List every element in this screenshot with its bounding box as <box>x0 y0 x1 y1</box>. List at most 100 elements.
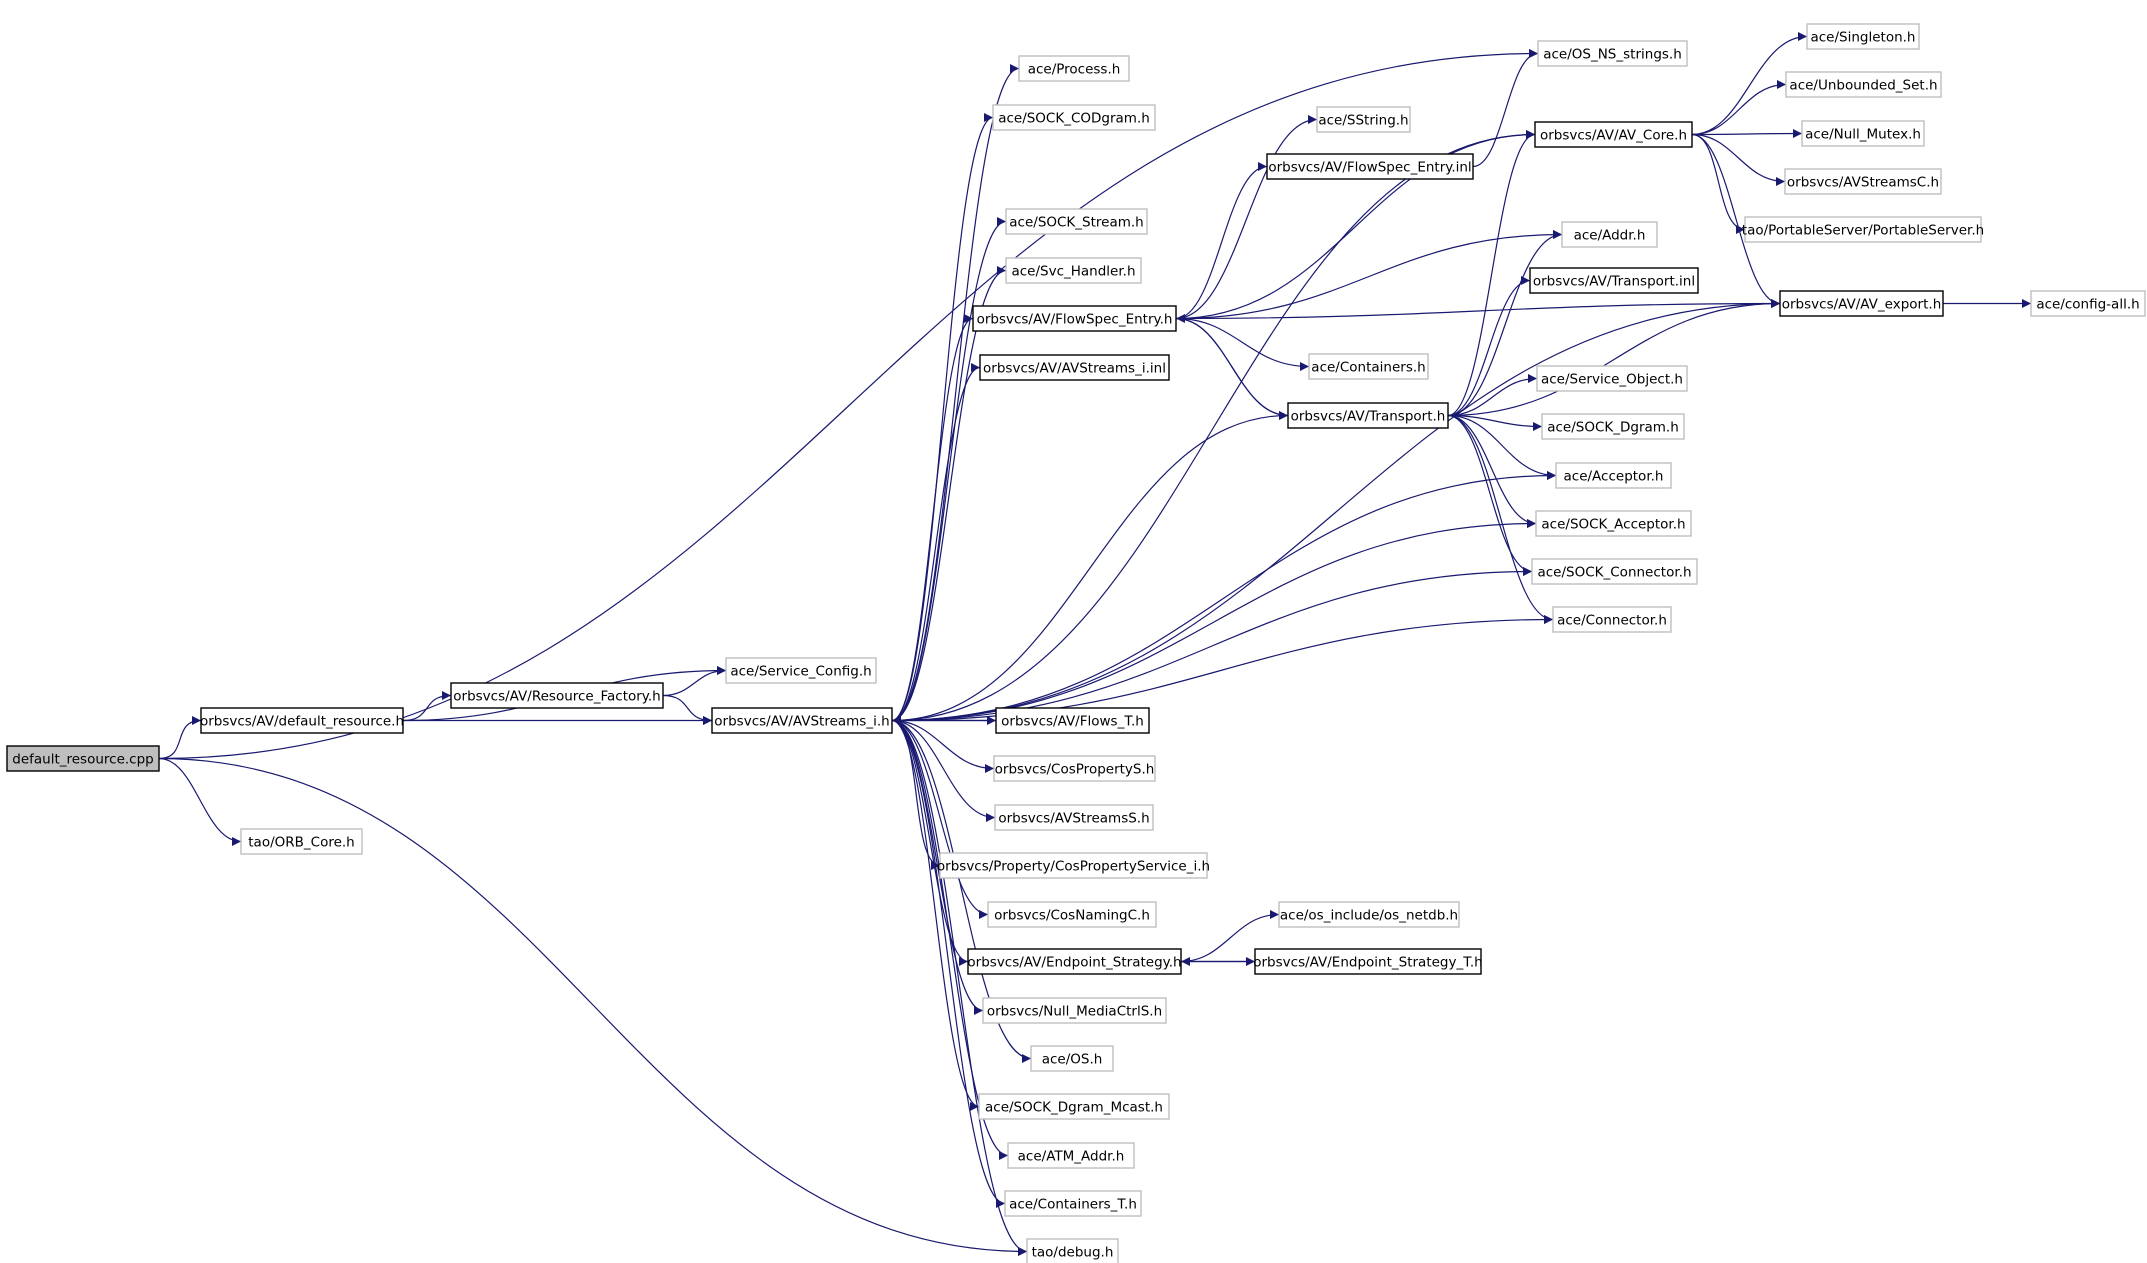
node-av-export[interactable]: orbsvcs/AV/AV_export.h <box>1779 290 1944 317</box>
node-connector[interactable]: ace/Connector.h <box>1552 606 1672 633</box>
node-box <box>939 852 1208 879</box>
node-avstreams-i[interactable]: orbsvcs/AV/AVStreams_i.h <box>711 707 893 734</box>
node-label: ace/Process.h <box>1028 62 1121 78</box>
node-sstring[interactable]: ace/SString.h <box>1316 106 1411 133</box>
edge-avstreams_i-to-debug <box>891 719 1028 1256</box>
node-os-h[interactable]: ace/OS.h <box>1030 1045 1114 1072</box>
edge-transport-to-av_core <box>1447 130 1536 417</box>
node-box <box>1529 267 1699 294</box>
node-box <box>979 354 1170 381</box>
node-orb-core[interactable]: tao/ORB_Core.h <box>240 828 363 855</box>
edge-avstreams_i-to-flowspec <box>891 314 974 722</box>
node-os-ns-strings[interactable]: ace/OS_NS_strings.h <box>1537 40 1688 67</box>
node-box <box>1785 71 1942 98</box>
node-label: ace/OS_NS_strings.h <box>1543 47 1682 63</box>
edge-transport-to-acceptor <box>1447 414 1557 480</box>
node-cosnamingc[interactable]: orbsvcs/CosNamingC.h <box>987 901 1157 928</box>
node-sock-acceptor[interactable]: ace/SOCK_Acceptor.h <box>1535 510 1692 537</box>
node-process[interactable]: ace/Process.h <box>1018 55 1130 82</box>
node-box <box>1555 462 1672 489</box>
node-avstreamss[interactable]: orbsvcs/AVStreamsS.h <box>994 804 1154 831</box>
node-box <box>978 1093 1170 1120</box>
node-containers-t[interactable]: ace/Containers_T.h <box>1004 1190 1142 1217</box>
node-box <box>992 104 1156 131</box>
node-atm-addr[interactable]: ace/ATM_Addr.h <box>1007 1142 1135 1169</box>
node-null-mediactrls[interactable]: orbsvcs/Null_MediaCtrlS.h <box>982 997 1167 1024</box>
node-box <box>995 707 1150 734</box>
node-def-res-h[interactable]: orbsvcs/AV/default_resource.h <box>200 707 404 734</box>
node-label: orbsvcs/AV/AVStreams_i.h <box>714 714 889 730</box>
edge-res_factory-to-avstreams_i <box>662 694 713 725</box>
node-box <box>1278 901 1460 928</box>
node-flowspec[interactable]: orbsvcs/AV/FlowSpec_Entry.h <box>972 305 1177 332</box>
edge-avstreams_i-to-transport <box>891 411 1289 722</box>
node-sock-connector[interactable]: ace/SOCK_Connector.h <box>1531 558 1698 585</box>
node-box <box>1561 221 1658 248</box>
node-label: orbsvcs/Property/CosPropertyService_i.h <box>937 859 1210 875</box>
node-avstreamsc[interactable]: orbsvcs/AVStreamsC.h <box>1784 168 1942 195</box>
edge-endpoint_strategy-to-os_netdb <box>1180 910 1280 963</box>
node-unbounded-set[interactable]: ace/Unbounded_Set.h <box>1785 71 1942 98</box>
node-box <box>972 305 1177 332</box>
node-avstreams-inl[interactable]: orbsvcs/AV/AVStreams_i.inl <box>979 354 1170 381</box>
node-os-netdb[interactable]: ace/os_include/os_netdb.h <box>1278 901 1460 928</box>
node-svc-handler[interactable]: ace/Svc_Handler.h <box>1005 257 1142 284</box>
node-transport-inl[interactable]: orbsvcs/AV/Transport.inl <box>1529 267 1699 294</box>
node-addr[interactable]: ace/Addr.h <box>1561 221 1658 248</box>
node-portable-server[interactable]: tao/PortableServer/PortableServer.h <box>1742 216 1984 243</box>
node-transport[interactable]: orbsvcs/AV/Transport.h <box>1287 402 1449 429</box>
node-box <box>6 745 160 772</box>
node-svc-config[interactable]: ace/Service_Config.h <box>725 657 877 684</box>
node-label: orbsvcs/AVStreamsC.h <box>1787 175 1939 191</box>
node-av-core[interactable]: orbsvcs/AV/AV_Core.h <box>1534 121 1693 148</box>
node-label: tao/ORB_Core.h <box>248 835 354 851</box>
node-box <box>1534 121 1693 148</box>
node-label: orbsvcs/AV/default_resource.h <box>200 714 404 730</box>
node-singleton[interactable]: ace/Singleton.h <box>1806 23 1920 50</box>
edge-avstreams_i-to-cosnamingc <box>891 719 989 919</box>
node-cospropertys[interactable]: orbsvcs/CosPropertyS.h <box>993 755 1156 782</box>
node-flows-t[interactable]: orbsvcs/AV/Flows_T.h <box>995 707 1150 734</box>
node-service-object[interactable]: ace/Service_Object.h <box>1536 365 1688 392</box>
node-label: ace/OS.h <box>1042 1052 1103 1068</box>
node-label: orbsvcs/AV/AVStreams_i.inl <box>983 361 1166 377</box>
edge-res_factory-to-svc_config <box>662 666 727 697</box>
node-debug[interactable]: tao/debug.h <box>1026 1238 1119 1263</box>
node-res-factory[interactable]: orbsvcs/AV/Resource_Factory.h <box>450 682 664 709</box>
node-box <box>450 682 664 709</box>
node-box <box>987 901 1157 928</box>
node-containers[interactable]: ace/Containers.h <box>1308 353 1429 380</box>
node-acceptor[interactable]: ace/Acceptor.h <box>1555 462 1672 489</box>
node-root[interactable]: default_resource.cpp <box>6 745 160 772</box>
node-cosproperty-i[interactable]: orbsvcs/Property/CosPropertyService_i.h <box>937 852 1210 879</box>
node-box <box>982 997 1167 1024</box>
edge-flowspec_inl-to-os_ns_strings <box>1472 49 1539 168</box>
node-sock-stream[interactable]: ace/SOCK_Stream.h <box>1005 208 1148 235</box>
node-label: orbsvcs/Null_MediaCtrlS.h <box>987 1004 1162 1020</box>
node-config-all[interactable]: ace/config-all.h <box>2030 290 2146 317</box>
node-endpoint-strategy[interactable]: orbsvcs/AV/Endpoint_Strategy.h <box>967 948 1182 975</box>
node-null-mutex[interactable]: ace/Null_Mutex.h <box>1801 120 1925 147</box>
node-sock-codgram[interactable]: ace/SOCK_CODgram.h <box>992 104 1156 131</box>
node-box <box>1026 1238 1119 1263</box>
edge-avstreams_i-to-process <box>891 64 1020 722</box>
node-sock-dgram-mcast[interactable]: ace/SOCK_Dgram_Mcast.h <box>978 1093 1170 1120</box>
edge-avstreams_i-to-sock_stream <box>891 217 1007 722</box>
node-flowspec-inl[interactable]: orbsvcs/AV/FlowSpec_Entry.inl <box>1266 153 1474 180</box>
node-endpoint-strategy-t[interactable]: orbsvcs/AV/Endpoint_Strategy_T.h <box>1253 948 1483 975</box>
node-box <box>1005 257 1142 284</box>
node-sock-dgram[interactable]: ace/SOCK_Dgram.h <box>1541 413 1685 440</box>
node-box <box>725 657 877 684</box>
node-box <box>1537 40 1688 67</box>
node-box <box>1007 1142 1135 1169</box>
node-label: orbsvcs/AV/FlowSpec_Entry.inl <box>1268 160 1471 176</box>
node-label: default_resource.cpp <box>12 752 154 768</box>
node-box <box>1004 1190 1142 1217</box>
node-label: ace/SOCK_Dgram_Mcast.h <box>985 1100 1163 1116</box>
edge-transport-to-sock_dgram <box>1447 414 1543 431</box>
edge-transport-to-service_object <box>1447 374 1538 417</box>
edge-avstreams_i-to-cospropertys <box>891 719 995 773</box>
node-box <box>1801 120 1925 147</box>
edge-avstreams_i-to-connector <box>891 615 1554 722</box>
